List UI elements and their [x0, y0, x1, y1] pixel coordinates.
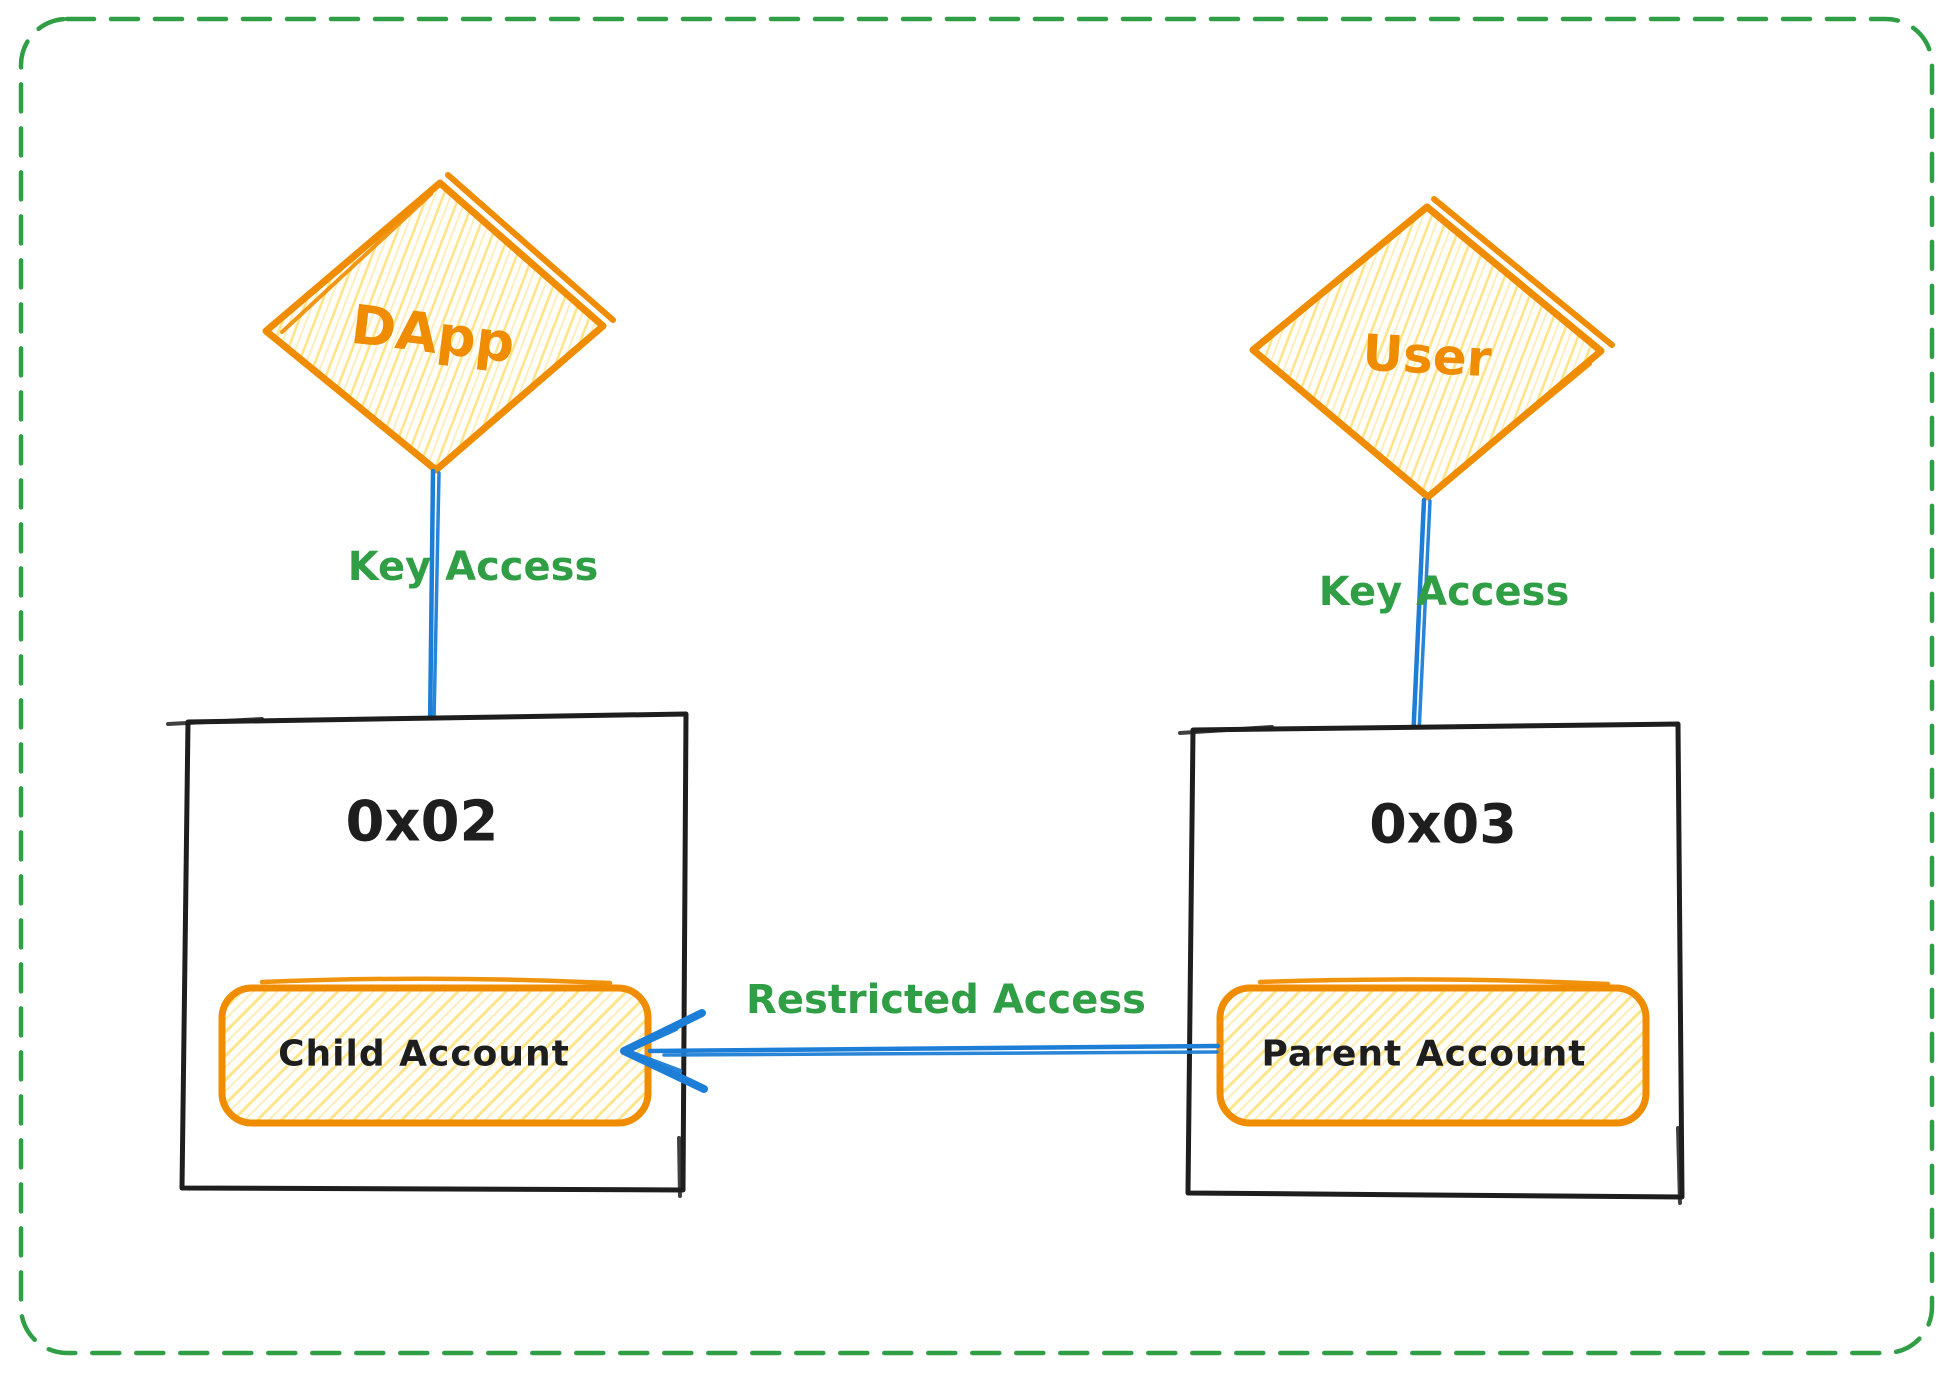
node-user[interactable]: User — [1249, 196, 1615, 501]
dapp-diamond-shape[interactable] — [262, 179, 607, 474]
edge-line[interactable] — [427, 468, 436, 734]
sketch-stroke — [166, 717, 264, 726]
node-account-0x03[interactable]: 0x03 Parent Account — [1178, 721, 1685, 1205]
child-account-label: Child Account — [278, 1034, 570, 1075]
edge-line[interactable] — [647, 1043, 1221, 1054]
parent-account-label: Parent Account — [1262, 1034, 1587, 1075]
edge-restricted-access[interactable]: Restricted Access — [620, 977, 1221, 1093]
arrowhead-icon — [620, 1009, 708, 1093]
sketch-stroke — [1676, 1126, 1682, 1205]
sketch-stroke — [432, 471, 441, 724]
node-child-account[interactable]: Child Account — [218, 976, 652, 1127]
user-label: User — [1361, 324, 1493, 389]
edge-label-key-access-right: Key Access — [1319, 569, 1570, 615]
canvas-border — [18, 16, 1935, 1356]
account-0x03-title: 0x03 — [1369, 793, 1517, 856]
sketch-stroke — [259, 976, 613, 986]
node-parent-account[interactable]: Parent Account — [1216, 977, 1650, 1127]
sketch-stroke — [677, 1136, 682, 1198]
sketch-stroke — [1417, 499, 1432, 735]
sketch-stroke — [624, 1026, 683, 1074]
parent-account-shape[interactable] — [1216, 984, 1650, 1127]
sketch-stroke — [1431, 196, 1615, 348]
sketch-stroke — [1257, 977, 1611, 987]
sketch-stroke — [662, 1050, 1219, 1057]
edge-label-key-access-left: Key Access — [348, 544, 599, 590]
edge-dapp-key-access[interactable]: Key Access — [348, 468, 599, 734]
node-account-0x02[interactable]: 0x02 Child Account — [166, 711, 689, 1198]
edge-label-restricted-access: Restricted Access — [746, 977, 1146, 1023]
user-diamond-shape[interactable] — [1249, 203, 1605, 501]
child-account-shape[interactable] — [218, 984, 652, 1127]
sketch-stroke — [1178, 725, 1274, 735]
node-dapp[interactable]: DApp — [262, 172, 616, 474]
edge-user-key-access[interactable]: Key Access — [1319, 497, 1570, 744]
edge-line[interactable] — [1410, 497, 1427, 744]
sketch-stroke — [280, 192, 433, 334]
sketch-stroke — [445, 172, 616, 323]
account-0x02-title: 0x02 — [345, 790, 498, 855]
sketch-stroke — [1438, 362, 1592, 489]
